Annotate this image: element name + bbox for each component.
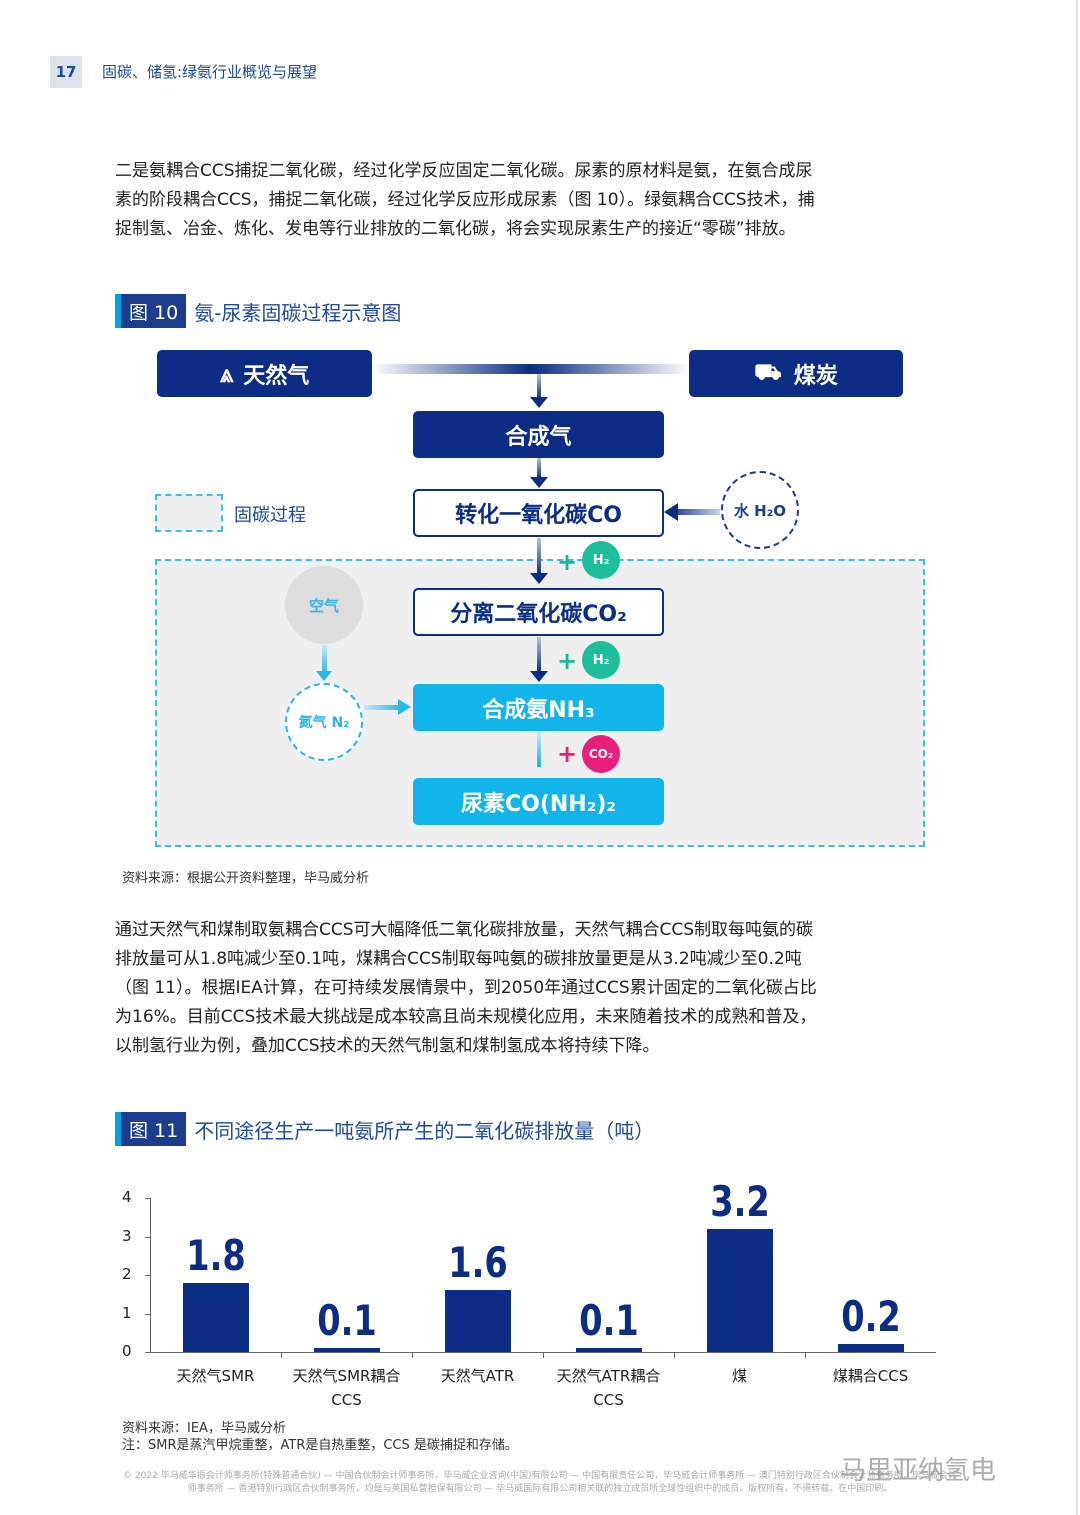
h2-badge: H₂	[582, 641, 620, 679]
arrow-down	[322, 645, 327, 673]
mine-cart-icon: ⛟	[754, 359, 782, 385]
figure-11-title: 图 11 不同途径生产一吨氨所产生的二氧化碳排放量（吨）	[115, 1112, 654, 1146]
x-tick-label: 煤	[731, 1367, 747, 1385]
data-label: 3.2	[709, 1176, 770, 1226]
data-label: 0.1	[316, 1296, 377, 1346]
bar	[182, 1282, 249, 1352]
figure-11-source: 资料来源：IEA，毕马威分析	[122, 1421, 286, 1436]
y-tick-label: 2	[122, 1265, 132, 1283]
y-tick	[145, 1236, 150, 1238]
bar	[837, 1344, 904, 1352]
y-tick-label: 1	[122, 1303, 132, 1322]
y-tick	[145, 1275, 150, 1276]
running-header: 固碳、储氢:绿氨行业概览与展望	[102, 63, 318, 81]
bar	[706, 1228, 773, 1352]
ammonia-box: 合成氨NH₃	[413, 684, 664, 731]
arrow-left	[668, 509, 720, 515]
figure-10-title: 图 10 氨-尿素固碳过程示意图	[115, 294, 401, 328]
x-tick-label: 煤耦合CCS	[832, 1367, 909, 1385]
natural-gas-box: ⩓ 天然气	[157, 350, 372, 397]
label: 天然气	[243, 363, 310, 389]
title-accent	[115, 1112, 121, 1146]
co2-badge: CO₂	[582, 735, 620, 773]
y-tick	[145, 1313, 150, 1315]
x-tick-label: 天然气ATR耦合CCS	[556, 1367, 661, 1409]
arrowhead	[316, 671, 332, 681]
y-tick	[145, 1198, 150, 1199]
coal-box: ⛟ 煤炭	[689, 350, 903, 397]
figure-11-notes: 资料来源：IEA，毕马威分析 注：SMR是蒸汽甲烷重整，ATR是自热重整，CCS…	[122, 1420, 518, 1454]
label: 煤炭	[793, 363, 838, 389]
bar	[575, 1348, 642, 1352]
h2-badge: H₂	[582, 541, 620, 579]
y-tick-label: 4	[122, 1188, 132, 1206]
y-tick-label: 0	[122, 1342, 132, 1360]
x-tick-label: 天然气SMR耦合CCS	[292, 1367, 401, 1409]
arrow-right	[364, 705, 400, 710]
arrowhead	[398, 699, 411, 715]
data-label: 1.6	[447, 1238, 508, 1288]
urea-box: 尿素CO(NH₂)₂	[413, 778, 664, 825]
figure-number: 图 10	[121, 294, 187, 328]
syngas-box: 合成气	[413, 411, 664, 458]
bar	[313, 1348, 380, 1352]
plus-icon: +	[557, 740, 578, 768]
data-label: 0.1	[578, 1296, 639, 1346]
co2-separation-box: 分离二氧化碳CO₂	[413, 588, 664, 636]
legend-label: 固碳过程	[234, 505, 306, 526]
figure-11-note: 注：SMR是蒸汽甲烷重整，ATR是自热重整，CCS 是碳捕捉和存储。	[122, 1438, 518, 1453]
figure-caption: 不同途径生产一吨氨所产生的二氧化碳排放量（吨）	[194, 1118, 655, 1143]
arrow-down	[530, 458, 548, 488]
data-label: 1.8	[185, 1230, 246, 1280]
watermark: 马里亚纳氢电	[840, 1456, 997, 1486]
plus-icon: +	[557, 647, 578, 675]
y-axis	[150, 1198, 151, 1353]
figure-10-source: 资料来源：根据公开资料整理，毕马威分析	[122, 871, 370, 886]
title-accent	[115, 294, 121, 328]
x-tick	[805, 1352, 806, 1358]
y-tick	[145, 1352, 150, 1353]
paragraph-1: 二是氨耦合CCS捕捉二氧化碳，经过化学反应固定二氧化碳。尿素的原材料是氨，在氨合…	[115, 161, 815, 239]
air-circle: 空气	[285, 566, 363, 644]
x-tick	[674, 1352, 675, 1358]
figure-caption: 氨-尿素固碳过程示意图	[194, 300, 402, 325]
copyright-footer: © 2022 毕马威华振会计师事务所(特殊普通合伙) — 中国合伙制会计师事务所…	[123, 1471, 957, 1494]
y-tick-label: 3	[122, 1226, 132, 1245]
figure-number: 图 11	[121, 1112, 187, 1146]
legend-swatch	[155, 494, 223, 532]
x-tick	[543, 1352, 544, 1358]
paragraph-2: 通过天然气和煤制取氨耦合CCS可大幅降低二氧化碳排放量，天然气耦合CCS制取每吨…	[115, 920, 817, 1056]
bar	[444, 1290, 511, 1352]
page-edge	[1076, 0, 1078, 1515]
x-tick-label: 天然气SMR	[176, 1367, 255, 1385]
gas-tower-icon: ⩓	[219, 359, 234, 388]
merge-line	[372, 364, 690, 374]
nitrogen-circle: 氮气 N₂	[285, 683, 363, 761]
arrow-down	[530, 538, 548, 584]
arrowhead	[664, 503, 678, 521]
x-tick	[281, 1352, 282, 1358]
arrow-down	[537, 732, 541, 767]
co-shift-box: 转化一氧化碳CO	[413, 489, 664, 537]
data-label: 0.2	[840, 1292, 901, 1342]
x-tick	[412, 1352, 413, 1358]
page-number: 17	[50, 56, 82, 88]
plus-icon: +	[557, 548, 578, 576]
arrow-down	[530, 637, 548, 682]
water-circle: 水 H₂O	[721, 471, 799, 549]
x-tick-label: 天然气ATR	[440, 1367, 515, 1385]
arrow-down	[530, 374, 548, 408]
